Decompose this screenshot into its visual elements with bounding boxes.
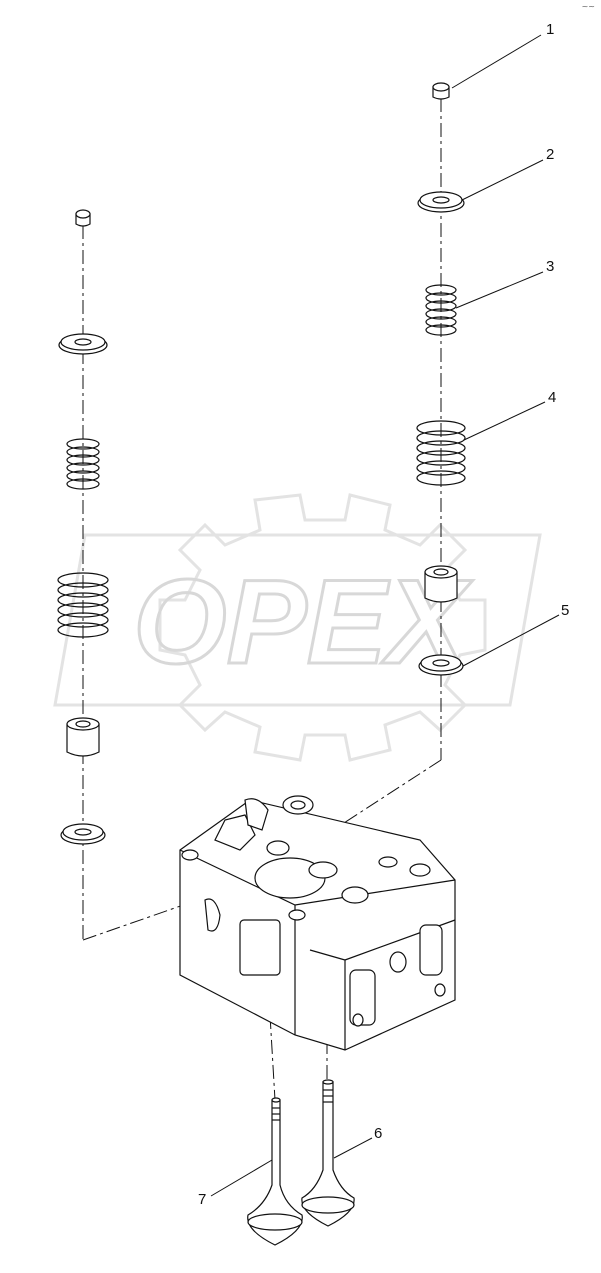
right-valve-cap <box>432 82 450 100</box>
callout-4: 4 <box>548 389 556 406</box>
left-valve-cap <box>75 209 91 227</box>
callout-6: 6 <box>374 1125 382 1142</box>
left-outer-spring <box>57 572 109 638</box>
left-inner-spring <box>66 438 100 490</box>
cylinder-head <box>179 795 456 1051</box>
right-valve-seal <box>424 565 458 603</box>
callout-2: 2 <box>546 146 554 163</box>
watermark-text: OPEX <box>133 555 473 689</box>
corner-mark: ~~ <box>581 2 595 11</box>
left-spring-seat-washer <box>60 823 106 845</box>
watermark-logo <box>53 493 542 762</box>
right-inner-spring <box>425 284 457 336</box>
right-spring-retainer <box>417 191 465 213</box>
callout-1: 1 <box>546 21 554 38</box>
callout-7: 7 <box>198 1191 206 1208</box>
left-spring-retainer <box>58 333 108 355</box>
left-valve-seal <box>66 717 100 757</box>
intake-valve <box>247 1097 303 1246</box>
exhaust-valve <box>301 1079 355 1227</box>
leader-lines <box>210 34 560 1197</box>
callout-5: 5 <box>561 602 569 619</box>
callout-3: 3 <box>546 258 554 275</box>
right-spring-seat-washer <box>418 654 464 676</box>
right-outer-spring <box>416 420 466 486</box>
